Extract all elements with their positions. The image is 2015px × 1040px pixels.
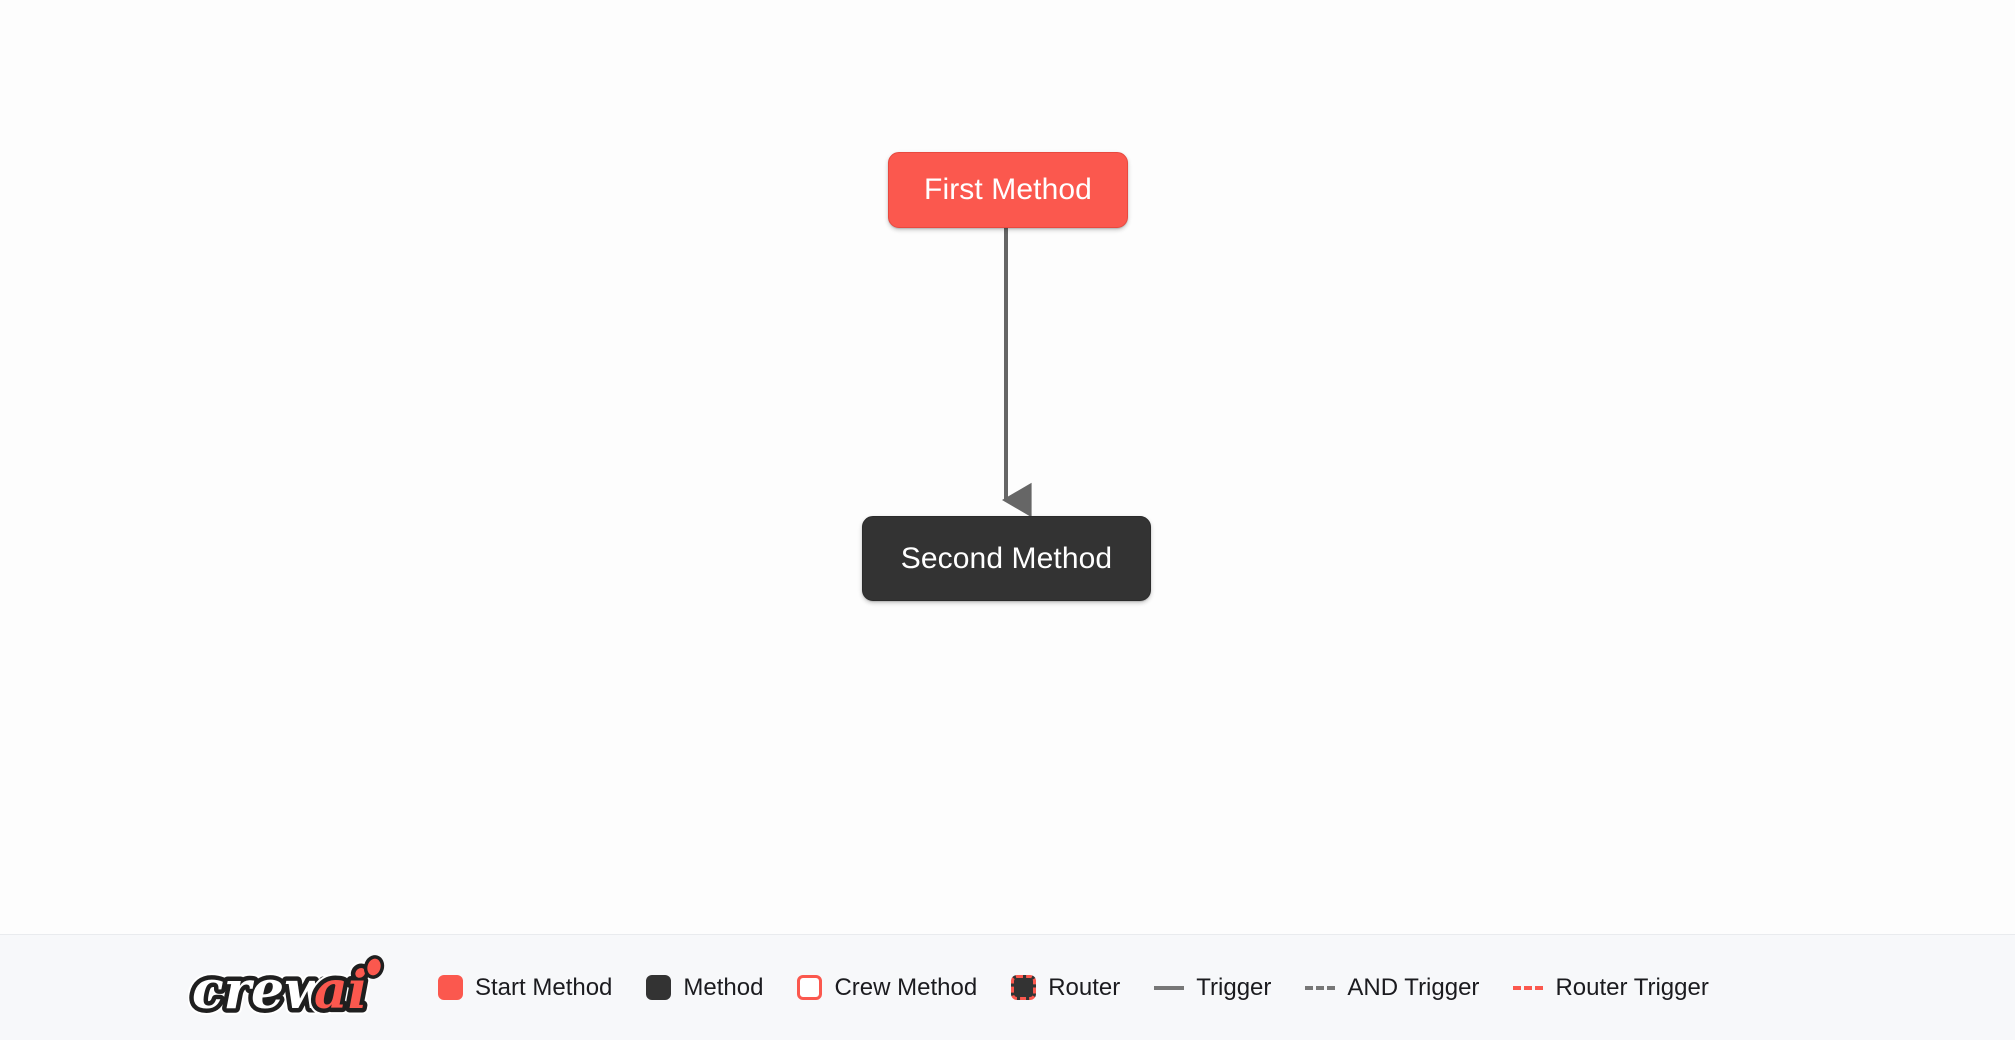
- legend-label-router: Router: [1048, 973, 1121, 1001]
- edges-layer: [1001, 228, 1032, 518]
- legend-inner: crew crew crew ai ai ai Start Method: [0, 953, 1709, 1023]
- svg-text:ai: ai: [314, 960, 367, 1021]
- svg-text:ai: ai: [314, 960, 367, 1021]
- crew-method-swatch: [797, 975, 823, 1000]
- crewai-logo: crew crew crew ai ai ai: [188, 953, 406, 1023]
- trigger-line: [1154, 985, 1185, 990]
- node-second-method-label: Second Method: [900, 541, 1113, 575]
- legend-items: Start Method Method Crew Method Router T: [438, 975, 1709, 1000]
- svg-text:crew: crew: [192, 960, 331, 1021]
- legend-label-method: Method: [683, 973, 764, 1001]
- legend-label-trigger: Trigger: [1196, 973, 1272, 1001]
- legend-label-start-method: Start Method: [475, 973, 613, 1001]
- svg-text:crew: crew: [192, 960, 331, 1021]
- flow-canvas[interactable]: First Method Second Method: [0, 0, 2015, 934]
- svg-text:crew: crew: [192, 960, 331, 1021]
- legend-bar: crew crew crew ai ai ai Start Method: [0, 934, 2015, 1040]
- legend-label-and-trigger: AND Trigger: [1347, 973, 1480, 1001]
- legend-label-crew-method: Crew Method: [834, 973, 978, 1001]
- start-method-swatch: [438, 975, 463, 1000]
- router-trigger-line: [1513, 985, 1544, 990]
- crewai-logo-svg: crew crew crew ai ai ai: [188, 953, 385, 1023]
- node-second-method[interactable]: Second Method: [862, 516, 1151, 601]
- node-first-method-label: First Method: [924, 173, 1092, 206]
- legend-item-router-trigger[interactable]: Router Trigger: [1513, 973, 1709, 1001]
- legend-item-router[interactable]: Router: [1011, 975, 1120, 1000]
- and-trigger-line: [1305, 985, 1336, 990]
- svg-text:ai: ai: [314, 960, 367, 1021]
- router-swatch: [1011, 975, 1037, 1000]
- node-first-method[interactable]: First Method: [888, 152, 1128, 228]
- legend-item-method[interactable]: Method: [646, 975, 763, 1000]
- legend-item-crew-method[interactable]: Crew Method: [797, 975, 977, 1000]
- legend-item-and-trigger[interactable]: AND Trigger: [1305, 973, 1480, 1001]
- legend-label-router-trigger: Router Trigger: [1555, 973, 1709, 1001]
- method-swatch: [646, 975, 672, 1000]
- legend-item-start-method[interactable]: Start Method: [438, 975, 612, 1000]
- legend-item-trigger[interactable]: Trigger: [1154, 973, 1272, 1001]
